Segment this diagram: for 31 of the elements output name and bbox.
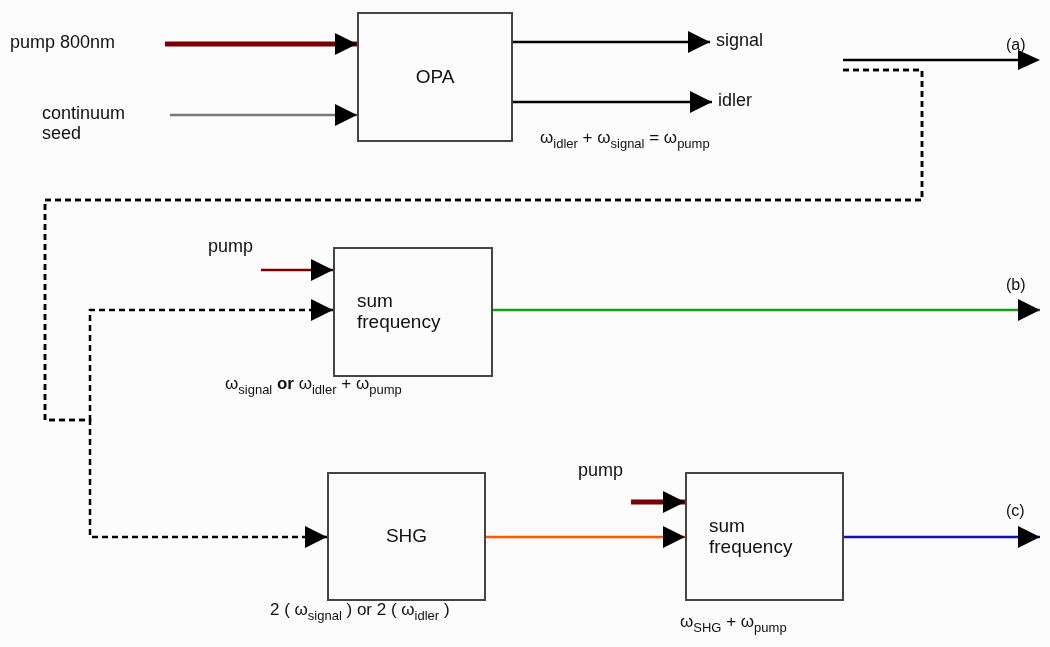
formula: ω$_{SHG}$ + ω$_{pump}$ [680,612,787,635]
formula: 2 ( ω$_{signal}$ ) or 2 ( ω$_{idler}$ ) [270,600,450,623]
beam-label: signal [716,31,764,51]
formula: ω$_{idler}$ + ω$_{signal}$ = ω$_{pump}$ [540,128,710,151]
arrow [631,491,685,513]
box-label: OPA [415,66,455,88]
output-label: (b) [1006,276,1026,294]
formula: ω$_{signal}$ or ω$_{idler}$ + ω$_{pump}$ [225,374,402,397]
beam-label: pump [578,461,624,481]
box-label: sum frequency [357,291,442,333]
box-label: sum frequency [709,515,794,558]
process-box [333,247,493,377]
output-label: (c) [1006,502,1025,520]
beam-label: pump 800nm [10,33,116,53]
arrow [165,33,357,55]
arrow [493,299,1040,321]
process-box [327,472,486,601]
beam-label: pump [208,237,254,257]
process-box [357,12,513,142]
arrow [513,31,710,53]
arrow [844,526,1040,548]
arrow [261,259,333,281]
process-box [685,472,844,601]
arrow [486,526,685,548]
arrow [170,104,357,126]
arrow [513,91,712,113]
output-label: (a) [1006,36,1026,54]
dashed-arrow [43,68,924,548]
beam-label: idler [718,91,752,111]
beam-label: continuum seed [42,104,162,144]
box-label: SHG [385,526,428,547]
